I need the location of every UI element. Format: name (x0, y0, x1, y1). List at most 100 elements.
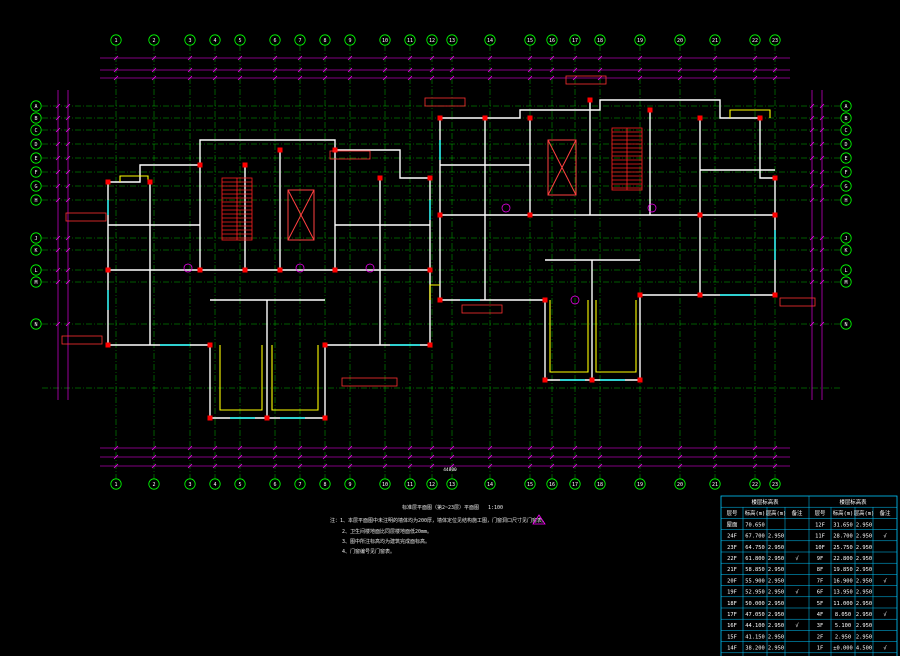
table-subheader: 层高(m) (766, 509, 787, 517)
svg-text:13: 13 (449, 482, 455, 488)
table-cell: 70.650 (745, 522, 764, 528)
drawing-title: 标准层平面图（第2~23层）平面图 (402, 504, 479, 511)
table-cell: 2F (817, 634, 824, 640)
axis-bubble-left-N: N (30, 318, 42, 330)
axis-bubble-bottom-3: 3 (184, 478, 196, 490)
column (105, 267, 111, 273)
axis-bubble-bottom-21: 21 (709, 478, 721, 490)
table-cell: 24F (727, 534, 737, 540)
table-subheader: 层高(m) (854, 509, 875, 517)
table-cell: 4.500 (856, 646, 872, 652)
svg-text:3: 3 (188, 482, 191, 488)
table-cell: 2.950 (768, 556, 784, 562)
table-cell: 16F (727, 623, 737, 629)
axis-bubble-top-8: 8 (319, 34, 331, 46)
table-cell: √ (795, 622, 799, 629)
table-header-right: 楼层标高表 (840, 498, 868, 506)
axis-bubble-right-N: N (840, 318, 852, 330)
table-cell: √ (795, 555, 799, 562)
table-cell: 28.700 (833, 534, 852, 540)
table-cell: 41.150 (745, 634, 764, 640)
svg-text:N: N (844, 322, 847, 328)
column (772, 175, 778, 181)
table-cell: 11F (815, 534, 825, 540)
svg-text:19: 19 (637, 482, 643, 488)
axis-bubble-top-9: 9 (344, 34, 356, 46)
svg-text:6: 6 (273, 38, 276, 44)
room-tag-bubble (295, 263, 305, 273)
axis-bubble-left-C: C (30, 124, 42, 136)
axis-bubble-top-6: 6 (269, 34, 281, 46)
axis-bubble-left-D: D (30, 138, 42, 150)
svg-text:8: 8 (323, 38, 326, 44)
svg-text:E: E (34, 156, 37, 162)
table-cell: 屋面 (727, 521, 738, 528)
axis-bubble-left-L: L (30, 264, 42, 276)
axis-bubble-bottom-16: 16 (546, 478, 558, 490)
svg-text:3: 3 (188, 38, 191, 44)
axis-bubble-left-H: H (30, 194, 42, 206)
axis-bubble-right-J: J (840, 232, 852, 244)
table-subheader: 备注 (880, 509, 891, 517)
table-cell: 8F (817, 567, 824, 573)
table-cell: 58.850 (745, 567, 764, 573)
note-line-3: 3、图中所注标高均为建筑完成面标高。 (342, 538, 430, 545)
table-cell: 18F (727, 601, 737, 607)
axis-bubble-left-J: J (30, 232, 42, 244)
axis-bubble-bottom-1: 1 (110, 478, 122, 490)
axis-bubble-bottom-5: 5 (234, 478, 246, 490)
stair-core-right (611, 127, 643, 191)
axis-bubble-bottom-11: 11 (404, 478, 416, 490)
axis-bubble-bottom-12: 12 (426, 478, 438, 490)
table-cell: 52.950 (745, 590, 764, 596)
axis-bubble-bottom-4: 4 (209, 478, 221, 490)
column (207, 415, 213, 421)
table-cell: 47.050 (745, 612, 764, 618)
revision-triangle-icon (532, 514, 546, 525)
column (427, 342, 433, 348)
axis-bubble-left-K: K (30, 244, 42, 256)
svg-text:K: K (34, 248, 37, 254)
column (322, 415, 328, 421)
column (637, 377, 643, 383)
table-cell: 5F (817, 601, 824, 607)
table-cell: 2.950 (856, 545, 872, 551)
axis-bubble-bottom-17: 17 (569, 478, 581, 490)
svg-text:16: 16 (549, 38, 555, 44)
table-cell: 2.950 (768, 601, 784, 607)
callout-left-lower (61, 335, 103, 345)
column (772, 212, 778, 218)
svg-text:11: 11 (407, 38, 413, 44)
axis-bubble-right-G: G (840, 180, 852, 192)
floor-level-table: 楼层标高表楼层标高表层号标高(m)层高(m)备注层号标高(m)层高(m)备注屋面… (720, 495, 898, 656)
room-tag-bubble (647, 203, 657, 213)
table-cell: 2.950 (856, 556, 872, 562)
column (637, 292, 643, 298)
table-cell: 14F (727, 646, 737, 652)
svg-text:21: 21 (712, 38, 718, 44)
axis-bubble-right-B: B (840, 112, 852, 124)
svg-text:1: 1 (114, 482, 117, 488)
table-cell: 13.950 (833, 590, 852, 596)
svg-text:20: 20 (677, 38, 683, 44)
svg-text:L: L (34, 268, 37, 274)
table-cell: 2.950 (856, 590, 872, 596)
svg-text:13: 13 (449, 38, 455, 44)
svg-text:J: J (34, 236, 37, 242)
stair-cores (221, 127, 643, 241)
svg-text:19: 19 (637, 38, 643, 44)
column (527, 212, 533, 218)
table-cell: √ (883, 577, 887, 584)
column (242, 267, 248, 273)
svg-text:N: N (34, 322, 37, 328)
column (197, 162, 203, 168)
axis-bubble-top-2: 2 (148, 34, 160, 46)
svg-text:4: 4 (213, 38, 216, 44)
column (322, 342, 328, 348)
table-cell: 17F (727, 612, 737, 618)
column (427, 267, 433, 273)
table-subheader: 备注 (792, 509, 803, 517)
